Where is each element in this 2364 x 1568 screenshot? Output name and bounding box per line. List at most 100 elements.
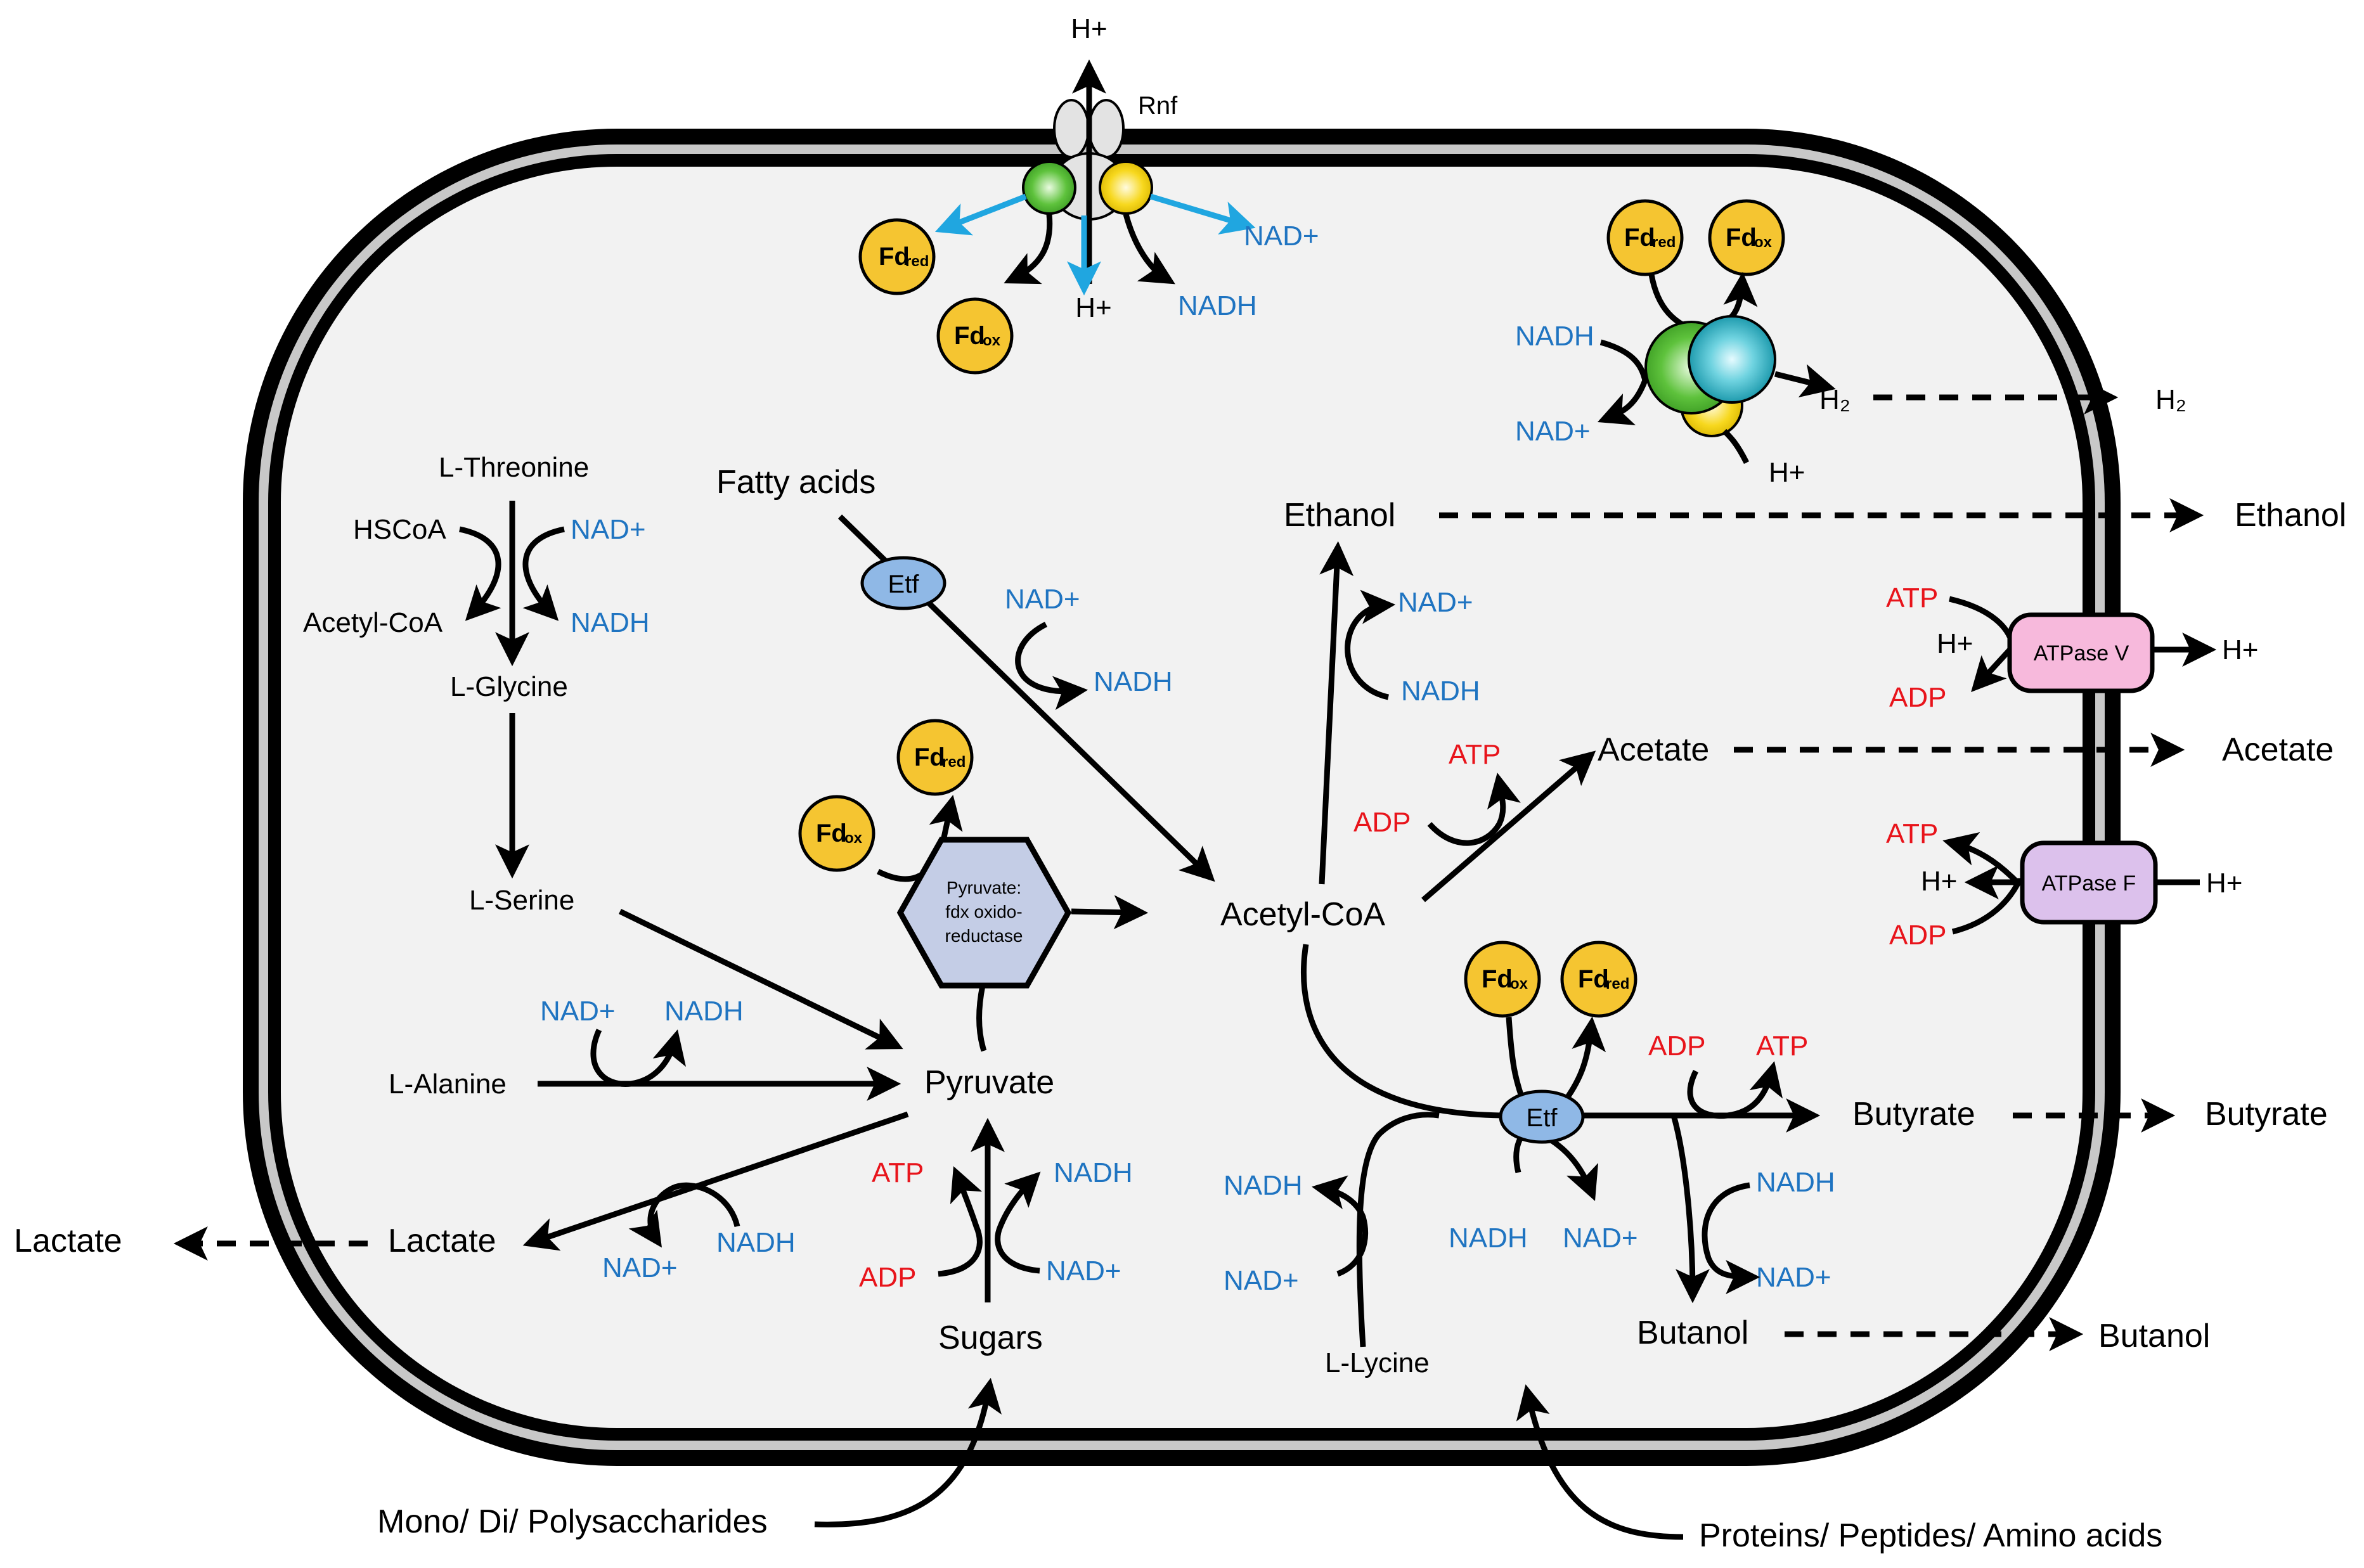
h-plus-v-out: H+ (2222, 634, 2258, 665)
svg-text:Etf: Etf (888, 570, 920, 598)
lac-nadh-arrow (628, 1182, 740, 1248)
polysaccharides: Mono/ Di/ Polysaccharides (377, 1503, 768, 1540)
svg-text:ox: ox (844, 830, 863, 847)
svg-text:red: red (942, 754, 966, 771)
lycine-to-butyrate-path (1356, 1112, 1440, 1347)
svg-text:Fd: Fd (954, 322, 985, 350)
nad-plus-rnf: NAD+ (1244, 221, 1319, 252)
fatty-acids: Fatty acids (716, 464, 875, 501)
h-plus-rnf-in: H+ (1075, 292, 1111, 323)
nad-plus-thr: NAD+ (571, 514, 646, 545)
nad-plus-lac: NAD+ (602, 1252, 678, 1283)
adp-f: ADP (1889, 920, 1946, 951)
h2-outside: H₂ (2155, 384, 2186, 415)
svg-text:Fd: Fd (1482, 965, 1513, 993)
l-glycine: L-Glycine (450, 671, 568, 702)
lactate-outside: Lactate (14, 1223, 122, 1259)
etf-fatty-acids: Etf (860, 556, 946, 610)
hyd-h2-arrow (1774, 364, 1836, 398)
svg-text:red: red (905, 253, 929, 270)
nadh-sug: NADH (1054, 1157, 1133, 1188)
rnf-fd-ox-arrow (1004, 214, 1053, 285)
but-adp-arrow (1687, 1061, 1783, 1119)
svg-text:red: red (1606, 975, 1629, 993)
ferredoxin-ox-but: Fd ox (1464, 941, 1541, 1018)
ferredoxin-ox-pfor: Fd ox (798, 795, 875, 872)
atp-but: ATP (1756, 1031, 1808, 1062)
pyruvate: Pyruvate (924, 1064, 1054, 1101)
nadh-rnf: NADH (1178, 290, 1257, 321)
atp-ace: ATP (1449, 739, 1501, 770)
ferredoxin-ox-rnf: Fd ox (936, 297, 1014, 375)
nad-plus-sug: NAD+ (1046, 1256, 1121, 1287)
polysaccharides-import (814, 1378, 1002, 1527)
svg-text:Fd: Fd (1578, 965, 1609, 993)
nadh-fa: NADH (1094, 666, 1173, 697)
svg-text:Etf: Etf (1527, 1104, 1558, 1132)
ethanol-inside: Ethanol (1284, 497, 1395, 534)
nadh-lac: NADH (716, 1227, 796, 1258)
nadh-thr: NADH (571, 607, 650, 638)
atp-sug: ATP (872, 1157, 924, 1188)
h2-inside: H₂ (1819, 384, 1851, 415)
rnf-fd-cyan-arrow (934, 193, 1027, 236)
but-fd-out (1563, 1016, 1606, 1102)
bol-nadh-arrow (1702, 1182, 1760, 1294)
eth-nadh-arrow (1345, 589, 1396, 700)
svg-text:Fd: Fd (816, 819, 847, 847)
l-alanine: L-Alanine (389, 1069, 507, 1100)
nad-plus-lys: NAD+ (1224, 1265, 1299, 1296)
svg-text:red: red (1652, 234, 1676, 251)
thr-nad-arrow (522, 526, 565, 621)
rnf-label: Rnf (1138, 92, 1178, 120)
butanol-inside: Butanol (1637, 1314, 1748, 1351)
thr-hscoa-arrow (459, 526, 501, 621)
svg-text:Fd: Fd (914, 743, 945, 771)
h-plus-f-out: H+ (2206, 868, 2242, 899)
nadh-eth: NADH (1401, 676, 1480, 707)
ferredoxin-red-hyd: Fd red (1606, 199, 1684, 276)
acetyl-coa-to-acetate (1421, 750, 1596, 903)
atp-f: ATP (1886, 818, 1938, 849)
svg-text:ox: ox (1510, 975, 1528, 993)
acetyl-coa-to-ethanol (1319, 541, 1354, 885)
nad-plus-etf: NAD+ (1563, 1223, 1638, 1254)
sugars: Sugars (938, 1320, 1043, 1356)
lactate-inside: Lactate (388, 1223, 496, 1259)
but-fd-in (1506, 1017, 1525, 1098)
adp-sug: ADP (859, 1262, 916, 1293)
atp-v: ATP (1886, 582, 1938, 614)
nadh-ala: NADH (664, 996, 744, 1027)
l-lycine: L-Lycine (1325, 1347, 1430, 1378)
hyd-nadh-arrow (1597, 339, 1648, 426)
nadh-hyd: NADH (1515, 321, 1594, 352)
adp-v: ADP (1889, 682, 1946, 713)
nad-plus-eth: NAD+ (1398, 587, 1473, 618)
acetyl-coa-thr: Acetyl-CoA (303, 607, 443, 638)
atpase-v (2007, 612, 2155, 693)
nadh-etf: NADH (1449, 1223, 1528, 1254)
hydrogenase-complex (1644, 315, 1776, 437)
fa-nad-arrow (1015, 621, 1088, 710)
l-serine: L-Serine (469, 885, 574, 916)
h-plus-f-in: H+ (1921, 866, 1957, 897)
h-plus-v-in: H+ (1937, 628, 1973, 659)
nadh-lys: NADH (1224, 1170, 1303, 1201)
pfor-label-1: Pyruvate: (946, 878, 1021, 897)
pfor-enzyme (896, 837, 1072, 989)
ferredoxin-red-but: Fd red (1560, 941, 1637, 1018)
atpase-f-label: ATPase F (2042, 871, 2136, 896)
sug-nad-arrow (995, 1171, 1041, 1274)
etf-butyrate: Etf (1499, 1089, 1585, 1144)
ferredoxin-red-pfor: Fd red (896, 719, 974, 796)
l-threonine: L-Threonine (439, 452, 589, 483)
nad-plus-ala: NAD+ (540, 996, 616, 1027)
svg-text:Fd: Fd (1726, 224, 1757, 252)
h-plus-hyd: H+ (1769, 457, 1805, 488)
acetyl-coa-to-butyrate-curve (1301, 944, 1821, 1133)
sug-adp-arrow (938, 1166, 983, 1277)
acetate-inside: Acetate (1598, 731, 1709, 768)
ace-adp-arrow (1427, 773, 1521, 846)
butyrate-inside: Butyrate (1852, 1096, 1975, 1133)
